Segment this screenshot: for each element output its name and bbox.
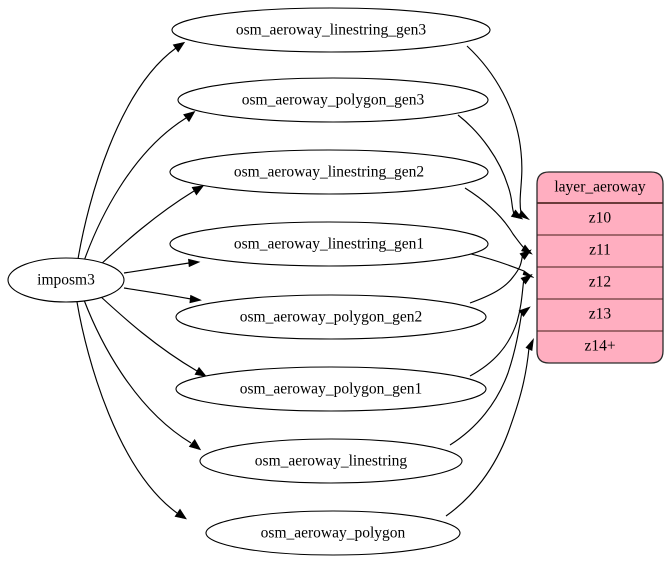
- polygon-ellipse-shape: [205, 510, 461, 556]
- linestring-gen1-ellipse-shape: [169, 221, 489, 267]
- polygon-gen2-ellipse-shape: [175, 294, 487, 340]
- edge-imposm3-to-linestring: [83, 299, 202, 451]
- linestring-gen3-label: osm_aeroway_linestring_gen3: [236, 22, 427, 39]
- edge-polygon-gen1-to-z12: [469, 273, 533, 377]
- node-imposm3[interactable]: imposm3: [7, 257, 125, 303]
- layer-table-row-label-z12: z12: [589, 274, 611, 291]
- edge-imposm3-to-polygon-gen1: [99, 295, 208, 377]
- edge-imposm3-to-linestring-gen2: [99, 185, 205, 266]
- edge-imposm3-to-polygon: [76, 301, 187, 520]
- imposm3-label: imposm3: [37, 272, 95, 289]
- layer-table-row-z11[interactable]: z11: [589, 242, 611, 259]
- layer-table-row-label-z13: z13: [589, 306, 612, 323]
- linestring-gen2-label: osm_aeroway_linestring_gen2: [234, 164, 424, 181]
- layer-table-row-label-z14: z14+: [584, 338, 615, 355]
- edge-imposm3-to-linestring-gen1: [123, 258, 201, 274]
- layer-table-row-z12[interactable]: z12: [589, 274, 611, 291]
- node-osm_aeroway_polygon_gen3[interactable]: osm_aeroway_polygon_gen3: [177, 77, 489, 123]
- edge-imposm3-to-polygon-gen2: [123, 287, 202, 304]
- polygon-gen1-ellipse-shape: [175, 366, 487, 412]
- node-osm_aeroway_linestring_gen2[interactable]: osm_aeroway_linestring_gen2: [169, 149, 489, 195]
- polygon-gen1-label: osm_aeroway_polygon_gen1: [240, 381, 423, 398]
- edge-imposm3-to-polygon-gen3: [83, 111, 196, 262]
- layer-table-row-z14[interactable]: z14+: [584, 338, 615, 355]
- edge-group-source-to-tables: [76, 41, 208, 520]
- layer-table-title: layer_aeroway: [554, 179, 645, 196]
- node-osm_aeroway_polygon[interactable]: osm_aeroway_polygon: [205, 510, 461, 556]
- edge-polygon-gen3-to-z10: [457, 114, 524, 220]
- linestring-ellipse-shape: [199, 438, 463, 484]
- edge-polygon-gen2-to-z11: [469, 249, 532, 304]
- node-osm_aeroway_polygon_gen2[interactable]: osm_aeroway_polygon_gen2: [175, 294, 487, 340]
- linestring-gen3-ellipse-shape: [171, 7, 491, 53]
- edge-imposm3-to-linestring-gen3: [77, 41, 186, 260]
- polygon-gen3-ellipse-shape: [177, 77, 489, 123]
- node-osm_aeroway_linestring_gen1[interactable]: osm_aeroway_linestring_gen1: [169, 221, 489, 267]
- node-osm_aeroway_polygon_gen1[interactable]: osm_aeroway_polygon_gen1: [175, 366, 487, 412]
- layer-table-row-label-z11: z11: [589, 242, 611, 259]
- edge-linestring-gen3-to-z10: [466, 45, 530, 221]
- polygon-gen3-label: osm_aeroway_polygon_gen3: [242, 92, 425, 109]
- polygon-label: osm_aeroway_polygon: [261, 525, 406, 542]
- edge-linestring-to-z13: [449, 306, 531, 446]
- polygon-gen2-label: osm_aeroway_polygon_gen2: [240, 309, 423, 326]
- layer-table-row-label-z10: z10: [589, 210, 612, 227]
- node-layer-aeroway-table[interactable]: layer_aeroway z10 z11 z12 z13 z14+: [536, 171, 664, 364]
- edge-group-tables-to-layer: [445, 45, 534, 517]
- linestring-label: osm_aeroway_linestring: [255, 453, 408, 470]
- edge-polygon-to-z14: [445, 338, 534, 517]
- node-osm_aeroway_linestring[interactable]: osm_aeroway_linestring: [199, 438, 463, 484]
- imposm3-ellipse-shape: [7, 257, 125, 303]
- linestring-gen1-label: osm_aeroway_linestring_gen1: [234, 236, 424, 253]
- layer-table-outline: [536, 171, 664, 364]
- layer-table-row-z13[interactable]: z13: [589, 306, 612, 323]
- layer-table-row-z10[interactable]: z10: [589, 210, 612, 227]
- linestring-gen2-ellipse-shape: [169, 149, 489, 195]
- node-osm_aeroway_linestring_gen3[interactable]: osm_aeroway_linestring_gen3: [171, 7, 491, 53]
